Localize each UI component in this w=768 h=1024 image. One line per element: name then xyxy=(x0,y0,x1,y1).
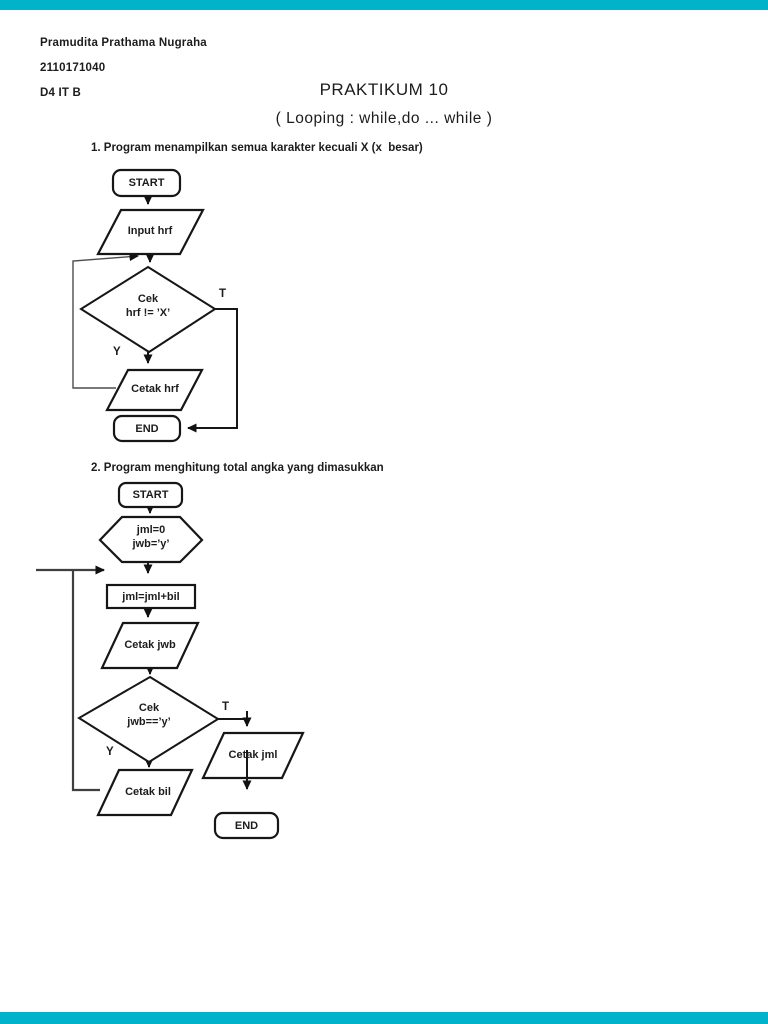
loopback-connector-2 xyxy=(71,570,100,792)
start-label-2: START xyxy=(132,489,169,501)
section-2-heading: 2. Program menghitung total angka yang d… xyxy=(91,462,384,474)
flowchart-1 xyxy=(72,168,238,443)
false-branch-label-1: Y xyxy=(113,346,121,358)
init-hexagon-2 xyxy=(98,515,204,564)
decision-diamond-1 xyxy=(79,265,217,354)
end-terminator-1 xyxy=(112,414,182,443)
input-parallelogram-1 xyxy=(96,208,205,256)
output-label-1: Cetak hrf xyxy=(131,383,179,395)
decision-line1-2: Cek xyxy=(138,702,160,714)
input-label-1: Input hrf xyxy=(127,225,173,237)
output-bil-parallelogram xyxy=(96,768,194,817)
output-jml-label: Cetak jml xyxy=(228,748,278,761)
process-label-2: jml=jml+bil xyxy=(122,590,180,603)
top-border-bar xyxy=(0,0,768,10)
process-rectangle-2 xyxy=(105,583,197,610)
section-1-heading: 1. Program menampilkan semua karakter ke… xyxy=(91,142,423,154)
end-terminator-2 xyxy=(213,811,280,840)
decision-diamond-2 xyxy=(77,675,220,764)
false-branch-label-2: Y xyxy=(106,746,114,758)
end-label-1: END xyxy=(135,422,159,435)
page-title: PRAKTIKUM 10 xyxy=(319,80,449,99)
student-id: 2110171040 xyxy=(40,62,106,74)
output-bil-label: Cetak bil xyxy=(125,785,171,798)
student-class: D4 IT B xyxy=(40,87,82,99)
output-jwb-label: Cetak jwb xyxy=(124,638,176,651)
decision-label-1: Cek hrf != ’X’ xyxy=(98,292,198,320)
decision-label-2: Cek jwb==’y’ xyxy=(99,701,199,729)
loopback-connector-1 xyxy=(72,252,139,389)
true-branch-connector-1 xyxy=(187,308,238,433)
true-branch-label-1: T xyxy=(219,288,227,300)
true-branch-label-2: T xyxy=(222,701,230,713)
decision-line1-1: Cek xyxy=(137,293,159,305)
end-label-2: END xyxy=(234,819,259,832)
start-label-1: START xyxy=(128,177,165,189)
decision-line2-2: jwb==’y’ xyxy=(127,716,171,728)
start-terminator-2 xyxy=(117,481,184,509)
student-name: Pramudita Prathama Nugraha xyxy=(40,37,207,49)
output-jwb-parallelogram xyxy=(100,621,200,670)
page-subtitle: ( Looping : while,do ... while ) xyxy=(275,110,493,127)
start-terminator-1 xyxy=(111,168,182,198)
bottom-border-bar xyxy=(0,1012,768,1024)
init-label-2: jml=0 jwb=’y’ xyxy=(101,523,201,551)
decision-line2-1: hrf != ’X’ xyxy=(125,307,171,319)
output-jml-parallelogram xyxy=(201,731,305,780)
init-line2-2: jwb=’y’ xyxy=(132,538,170,550)
flowchart-2 xyxy=(36,481,305,840)
init-line1-2: jml=0 xyxy=(136,524,166,536)
output-parallelogram-1 xyxy=(105,368,204,412)
